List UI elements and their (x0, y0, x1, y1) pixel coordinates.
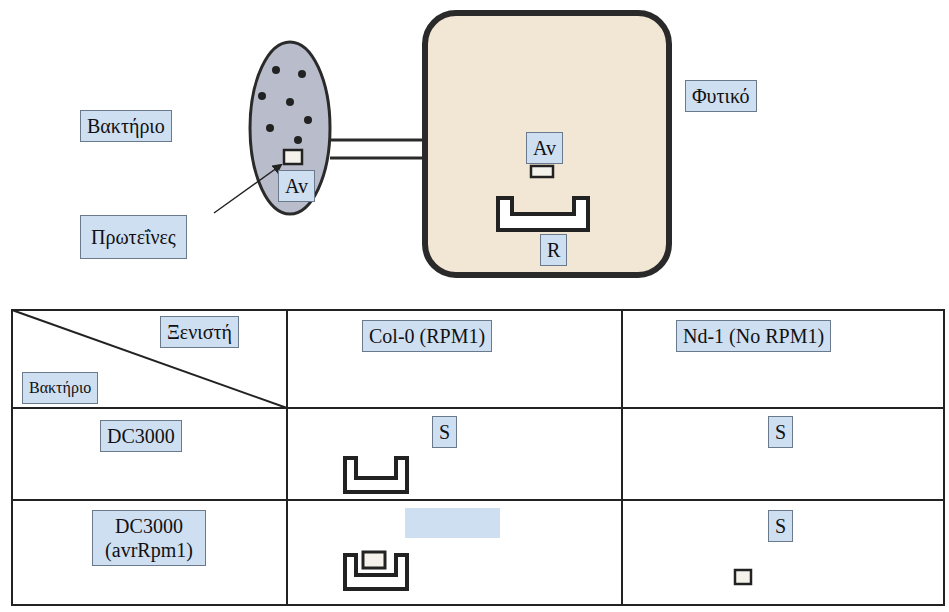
text-label: Nd-1 (No RPM1) (676, 320, 831, 352)
receptor-symbol (345, 458, 407, 492)
bacterium-dot (304, 116, 312, 124)
avr-protein-symbol (284, 150, 302, 164)
text-label: Βακτήριο (22, 372, 98, 404)
text-label: S (768, 510, 793, 542)
text-label: DC3000 (avrRpm1) (92, 510, 206, 566)
text-label: Ξενιστή (160, 316, 239, 348)
text-label: Av (278, 170, 315, 202)
bacterium-dot (294, 136, 302, 144)
table-rule (621, 310, 623, 605)
cell-name: Βακτήριο (80, 110, 172, 142)
avr-protein-symbol (531, 166, 553, 177)
receptor-symbol (498, 198, 588, 230)
leader-arrow (214, 165, 281, 213)
bacterium-dot (286, 98, 294, 106)
avr-protein-symbol (363, 552, 385, 568)
cell-name: Φυτικό (685, 80, 757, 112)
table-rule (286, 310, 288, 605)
text-label: Col-0 (RPM1) (362, 320, 492, 352)
bacterium-dot (258, 92, 266, 100)
bacterium-dot (298, 70, 306, 78)
blank-tag (405, 508, 500, 538)
avr-protein-symbol (735, 570, 751, 584)
table-rule (12, 407, 944, 409)
text-label: Πρωτεΐνες (80, 215, 187, 259)
text-label: DC3000 (100, 420, 182, 452)
text-label: S (432, 416, 457, 448)
bacterium-dot (272, 66, 280, 74)
secretion-tube (330, 140, 425, 158)
text-label: R (540, 234, 567, 266)
table-rule (12, 499, 944, 501)
text-label: Av (526, 132, 563, 164)
bacterium-dot (266, 124, 274, 132)
table-diagonal (12, 310, 287, 408)
table-frame (12, 310, 944, 605)
text-label: S (768, 416, 793, 448)
